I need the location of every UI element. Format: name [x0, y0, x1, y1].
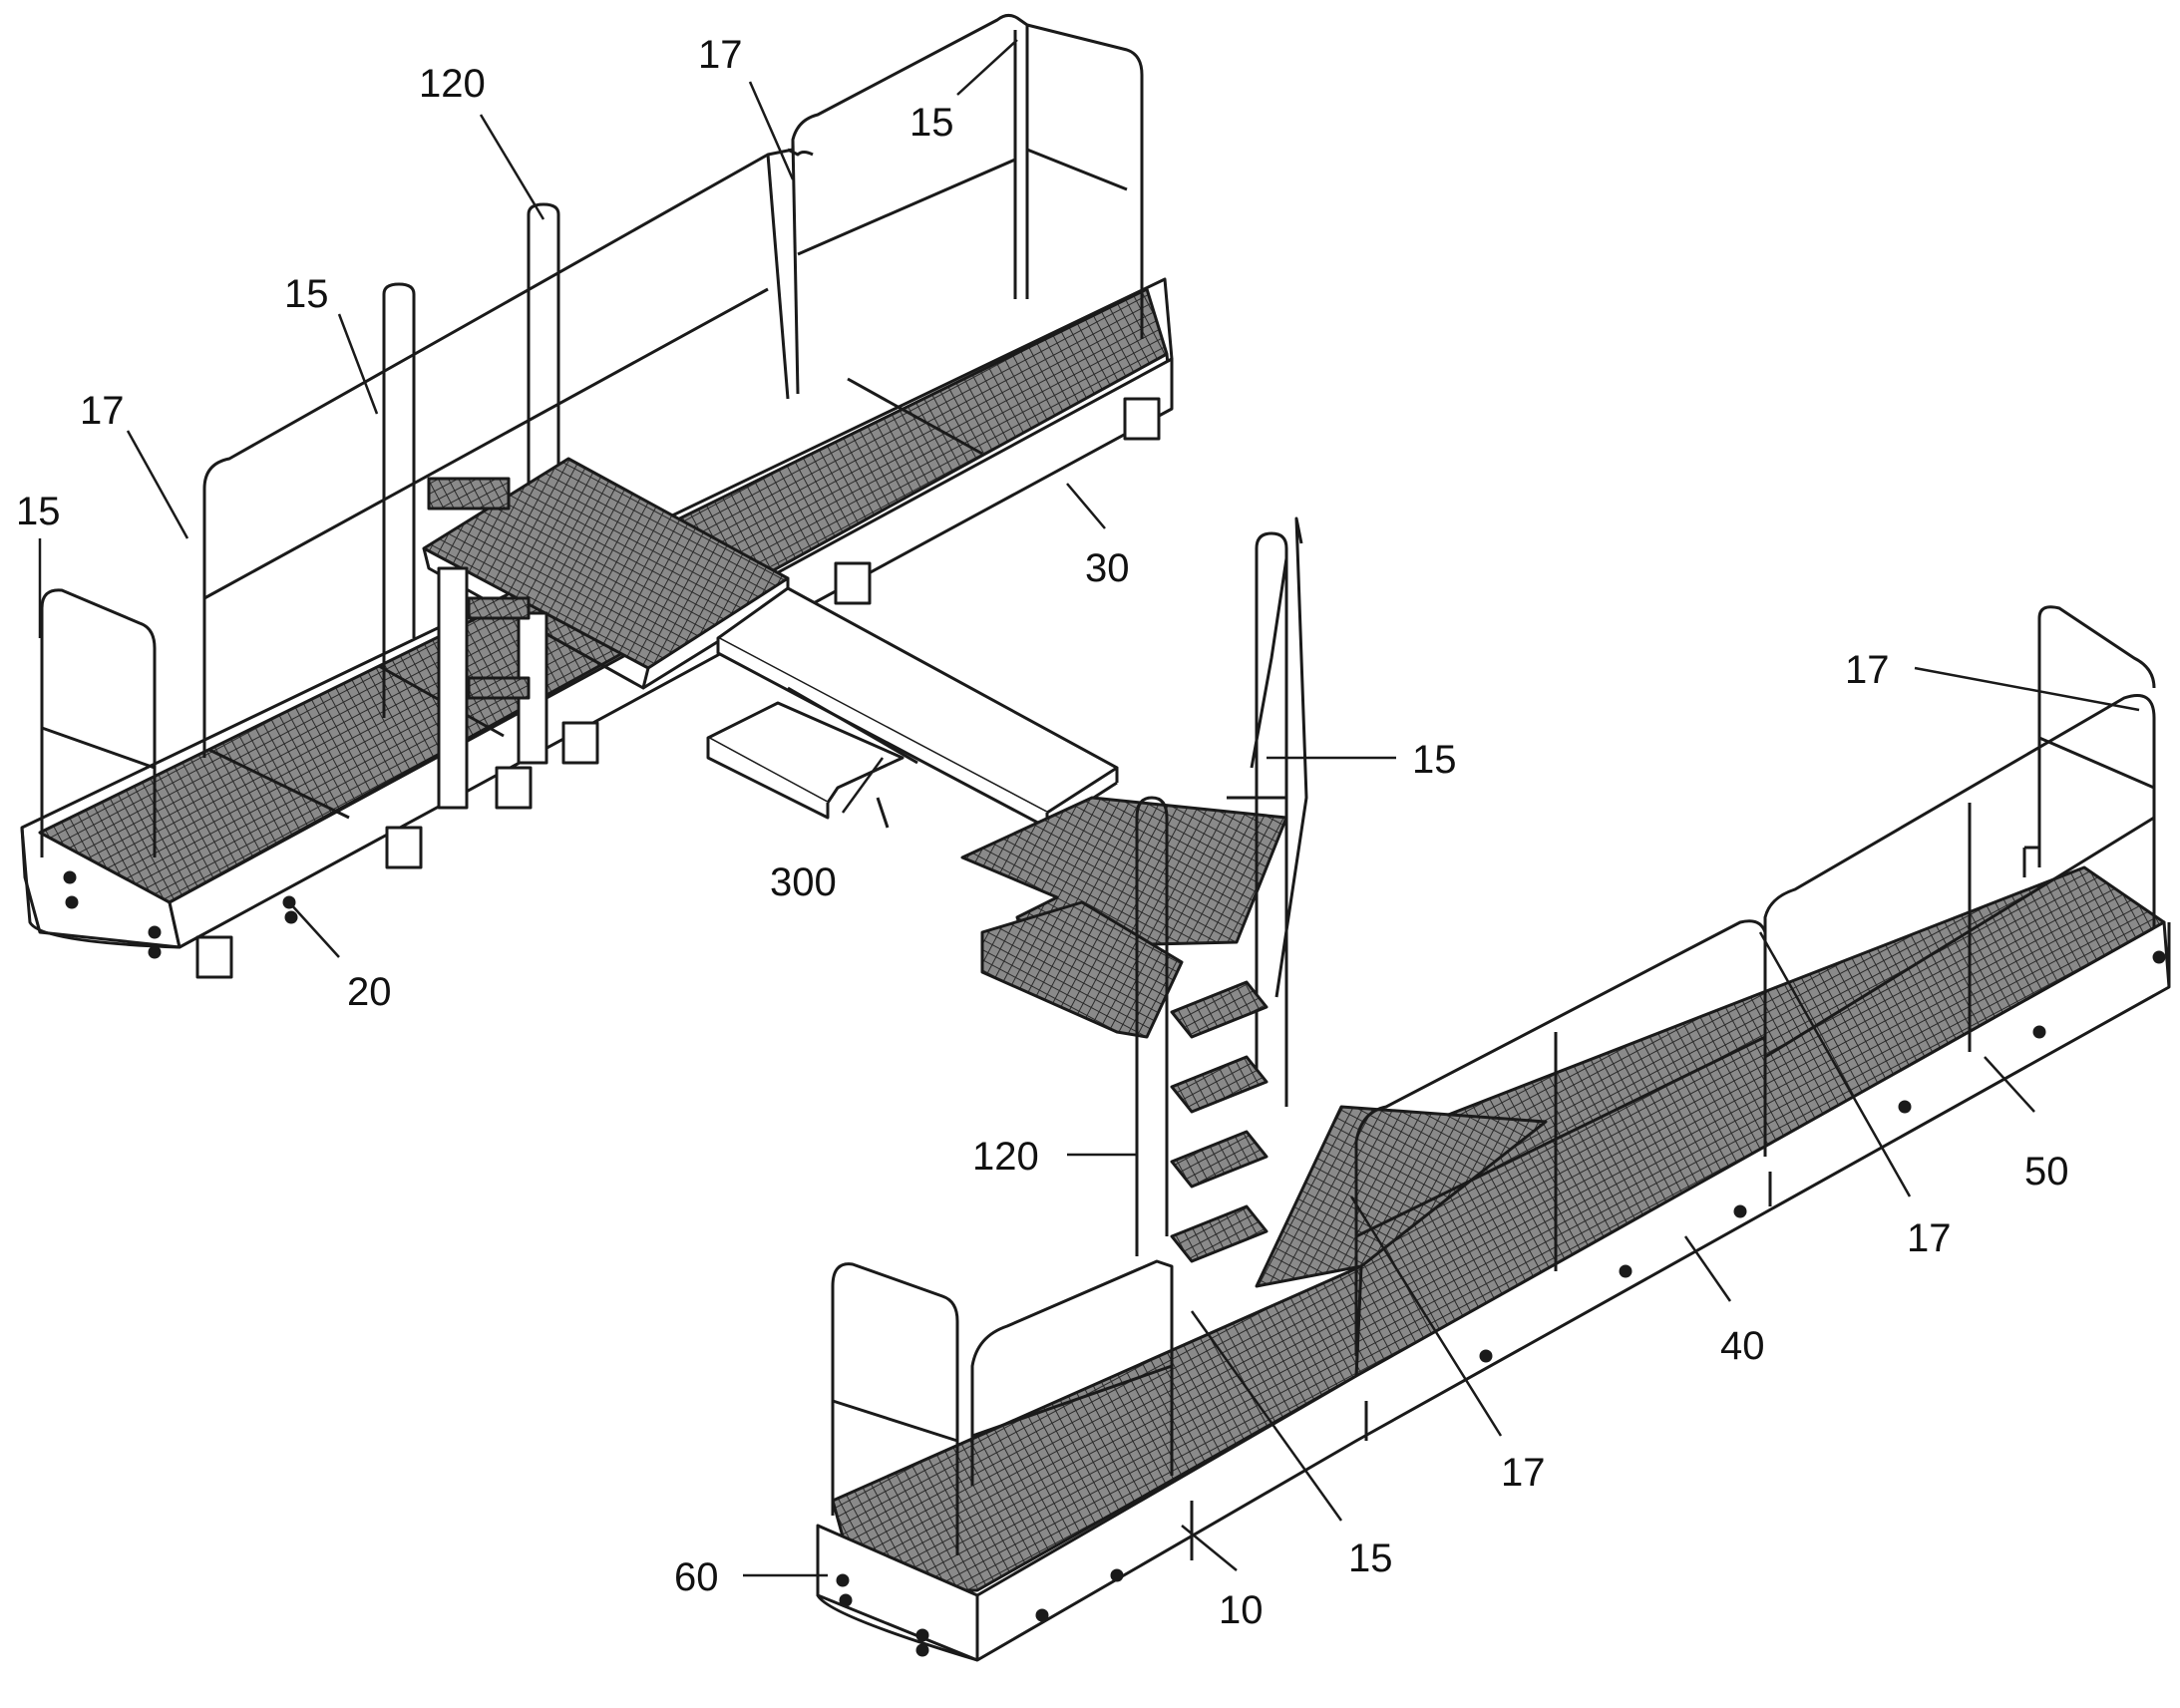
ref_15_d: 15	[1412, 738, 1457, 782]
diagonal-ramp	[1255, 1105, 1548, 1288]
ref_30: 30	[1085, 546, 1130, 590]
transition-plate-300	[706, 586, 1119, 830]
leader-ref_17_e	[1349, 1196, 1503, 1437]
leader-ref_15_a	[956, 39, 1018, 96]
ref_10: 10	[1219, 1588, 1264, 1632]
ref_15_a: 15	[909, 101, 954, 145]
ref_17_e: 17	[1501, 1451, 1546, 1495]
leader-ref_120_a	[479, 114, 545, 220]
leader-ref_20	[288, 901, 340, 958]
ref_60: 60	[674, 1555, 719, 1599]
ref_120_b: 120	[972, 1135, 1039, 1179]
ref_15_e: 15	[1348, 1537, 1393, 1580]
leader-ref_17_b	[126, 430, 189, 539]
leader-ref_17_c	[1914, 666, 2140, 712]
ref_15_b: 15	[284, 272, 329, 316]
leader-ref_300	[841, 757, 885, 814]
ref_50: 50	[2024, 1150, 2069, 1194]
leader-ref_17_a	[748, 81, 795, 180]
leader-ref_40	[1683, 1235, 1732, 1302]
ref_17_d: 17	[1907, 1216, 1952, 1260]
leader-ref_15_e	[1190, 1310, 1343, 1522]
ref_17_a: 17	[698, 33, 743, 77]
ref_17_b: 17	[80, 389, 125, 433]
platform-10-40-50-60	[816, 605, 2171, 1662]
ref_120_a: 120	[419, 62, 486, 106]
leader-ref_17_d	[1758, 931, 1912, 1197]
ref_40: 40	[1720, 1324, 1765, 1368]
leader-ref_10	[1181, 1525, 1238, 1571]
leader-ref_50	[1984, 1056, 2035, 1113]
leader-lines	[38, 39, 2140, 1577]
leader-ref_15_b	[337, 313, 379, 415]
leader-ref_30	[1066, 483, 1106, 529]
platform-20-30	[20, 13, 1174, 979]
ref_15_c: 15	[16, 490, 61, 533]
ref_17_c: 17	[1845, 648, 1890, 692]
ref_300: 300	[770, 860, 837, 904]
stair-120	[960, 516, 1308, 1263]
ref_20: 20	[347, 970, 392, 1014]
